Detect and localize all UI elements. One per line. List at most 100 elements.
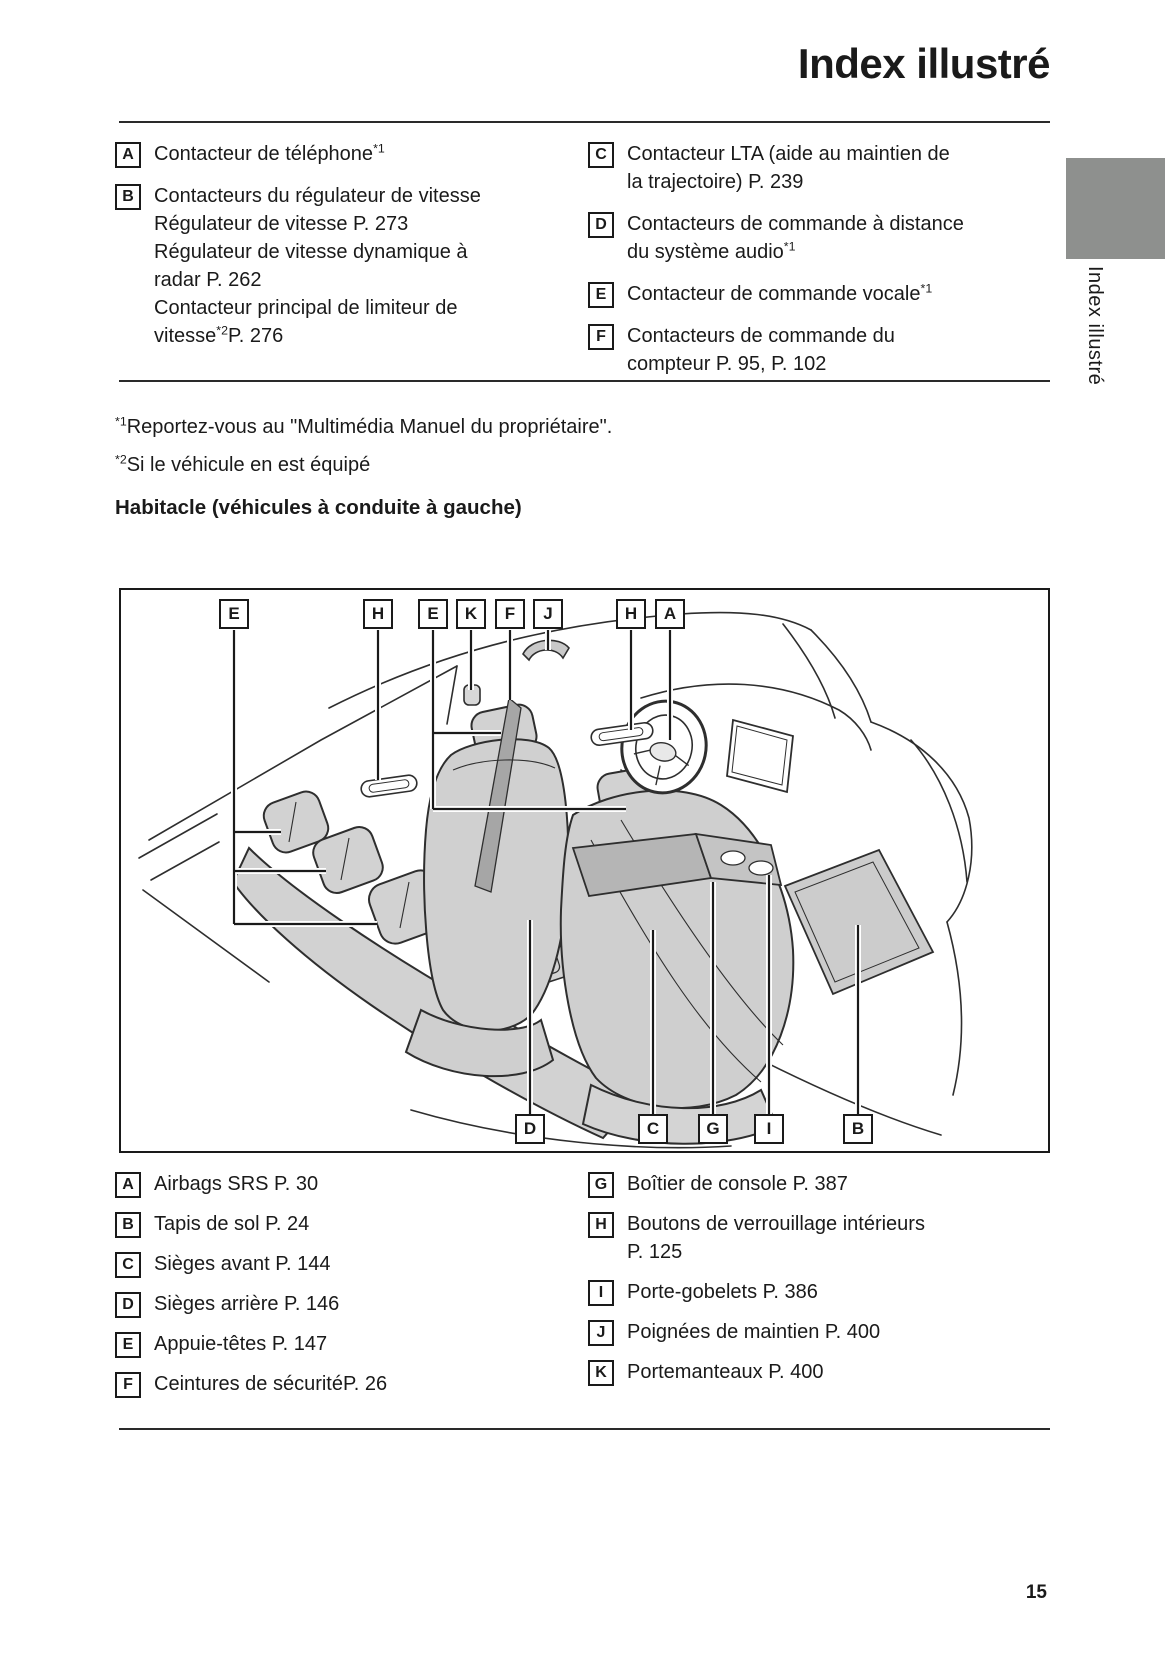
figure-label-C-front-seats: C	[638, 1114, 668, 1144]
item-text-line: Airbags SRS P. 30	[154, 1173, 319, 1195]
item-text-line: radar P. 262	[154, 269, 262, 291]
item-key-box: A	[115, 1172, 141, 1198]
footnote-1-marker: *1	[115, 414, 127, 429]
item-text-line: Contacteurs de commande à distance	[627, 213, 964, 235]
item-text-line: Portemanteaux P. 400	[627, 1361, 824, 1383]
item-text-line: Régulateur de vitesse dynamique à	[154, 241, 468, 263]
item-text: Porte-gobelets P. 386	[627, 1278, 818, 1306]
car-body-outline	[138, 611, 973, 1149]
item-text-line: Contacteurs de commande du	[627, 325, 895, 347]
seat-belt	[474, 696, 522, 893]
list-item: J Poignées de maintien P. 400	[588, 1318, 1050, 1346]
item-text: Airbags SRS P. 30	[154, 1170, 318, 1198]
list-item: F Ceintures de sécuritéP. 26	[115, 1370, 585, 1398]
item-text: Sièges arrière P. 146	[154, 1290, 339, 1318]
footnote-2: *2Si le véhicule en est équipé	[115, 452, 370, 478]
item-key-box: B	[115, 184, 141, 210]
item-text-line: Contacteur de téléphone*1	[154, 141, 385, 165]
figure-label-J-grab-handle: J	[533, 599, 563, 629]
item-key-box: C	[588, 142, 614, 168]
item-text: Boîtier de console P. 387	[627, 1170, 848, 1198]
item-key-box: E	[115, 1332, 141, 1358]
item-key-box: C	[115, 1252, 141, 1278]
list-item: H Boutons de verrouillage intérieurs P. 12…	[588, 1210, 1050, 1266]
figure-label-F-seat-belt: F	[495, 599, 525, 629]
item-key-box: B	[115, 1212, 141, 1238]
footnote-1-text: Reportez-vous au "Multimédia Manuel du p…	[126, 416, 613, 438]
footnote-2-text: Si le véhicule en est équipé	[126, 454, 371, 476]
item-text-line: du système audio*1	[627, 239, 796, 263]
item-key-box: F	[115, 1372, 141, 1398]
cup-holder	[720, 850, 746, 866]
list-item: I Porte-gobelets P. 386	[588, 1278, 1050, 1306]
item-text: Contacteur de téléphone*1	[154, 140, 385, 168]
item-text: Sièges avant P. 144	[154, 1250, 330, 1278]
list-item: C Contacteur LTA (aide au maintien de la t…	[588, 140, 1050, 196]
item-text-line: Porte-gobelets P. 386	[627, 1281, 818, 1303]
item-key-box: F	[588, 324, 614, 350]
divider-bottom	[119, 1428, 1050, 1430]
list-item: E Appuie-têtes P. 147	[115, 1330, 585, 1358]
figure-label-H-rear-lock: H	[363, 599, 393, 629]
figure-label-G-console-box: G	[698, 1114, 728, 1144]
figure-label-A-airbag: A	[655, 599, 685, 629]
divider-middle	[119, 380, 1050, 382]
item-text-line: compteur P. 95, P. 102	[627, 353, 827, 375]
item-text-line: Ceintures de sécuritéP. 26	[154, 1373, 388, 1395]
item-key-box: I	[588, 1280, 614, 1306]
top-list-right-column: C Contacteur LTA (aide au maintien de la t…	[588, 140, 1050, 392]
driver-seat	[559, 765, 795, 1145]
item-text-line: vitesse*2P. 276	[154, 323, 284, 347]
item-text-line: Contacteur principal de limiteur de	[154, 297, 458, 319]
item-text-line: Boutons de verrouillage intérieurs	[627, 1213, 925, 1235]
section-heading: Habitacle (véhicules à conduite à gauche…	[115, 496, 522, 519]
item-text: Boutons de verrouillage intérieurs P. 125	[627, 1210, 925, 1266]
item-text: Appuie-têtes P. 147	[154, 1330, 327, 1358]
item-text: Contacteur de commande vocale*1	[627, 280, 932, 308]
item-text-line: Régulateur de vitesse P. 273	[154, 213, 409, 235]
cup-holder	[748, 860, 774, 876]
center-console	[571, 832, 783, 898]
item-text: Portemanteaux P. 400	[627, 1358, 823, 1386]
page-number: 15	[1025, 1582, 1047, 1603]
item-key-box: J	[588, 1320, 614, 1346]
divider-top	[119, 121, 1050, 123]
floor-mat	[783, 848, 935, 996]
item-text: Contacteurs de commande à distance du sys…	[627, 210, 964, 266]
figure-label-K-coat-hook: K	[456, 599, 486, 629]
item-text: Contacteur LTA (aide au maintien de la tr…	[627, 140, 950, 196]
list-item: A Airbags SRS P. 30	[115, 1170, 585, 1198]
item-text-line: P. 125	[627, 1241, 683, 1263]
car-interior-illustration	[138, 611, 973, 1149]
item-text-line: Boîtier de console P. 387	[627, 1173, 848, 1195]
item-text-line: Contacteur de commande vocale*1	[627, 281, 933, 305]
list-item: F Contacteurs de commande du compteur P. 9…	[588, 322, 1050, 378]
item-key-box: A	[115, 142, 141, 168]
list-item: D Sièges arrière P. 146	[115, 1290, 585, 1318]
footnote-2-marker: *2	[115, 452, 127, 467]
rear-head-restraints	[262, 790, 448, 945]
figure-label-B-floor-mats: B	[843, 1114, 873, 1144]
rear-door-lock-button	[360, 774, 418, 798]
page-title: Index illustré	[797, 40, 1051, 87]
display-screen	[726, 718, 794, 794]
item-text-line: la trajectoire) P. 239	[627, 171, 804, 193]
item-text-line: Poignées de maintien P. 400	[627, 1321, 881, 1343]
item-text-line: Contacteur LTA (aide au maintien de	[627, 143, 950, 165]
item-key-box: D	[115, 1292, 141, 1318]
item-text: Contacteurs de commande du compteur P. 95…	[627, 322, 895, 378]
grab-handle	[522, 639, 570, 662]
item-text-line: Sièges avant P. 144	[154, 1253, 331, 1275]
item-key-box: H	[588, 1212, 614, 1238]
item-text: Poignées de maintien P. 400	[627, 1318, 880, 1346]
front-door-lock-button	[590, 721, 654, 747]
